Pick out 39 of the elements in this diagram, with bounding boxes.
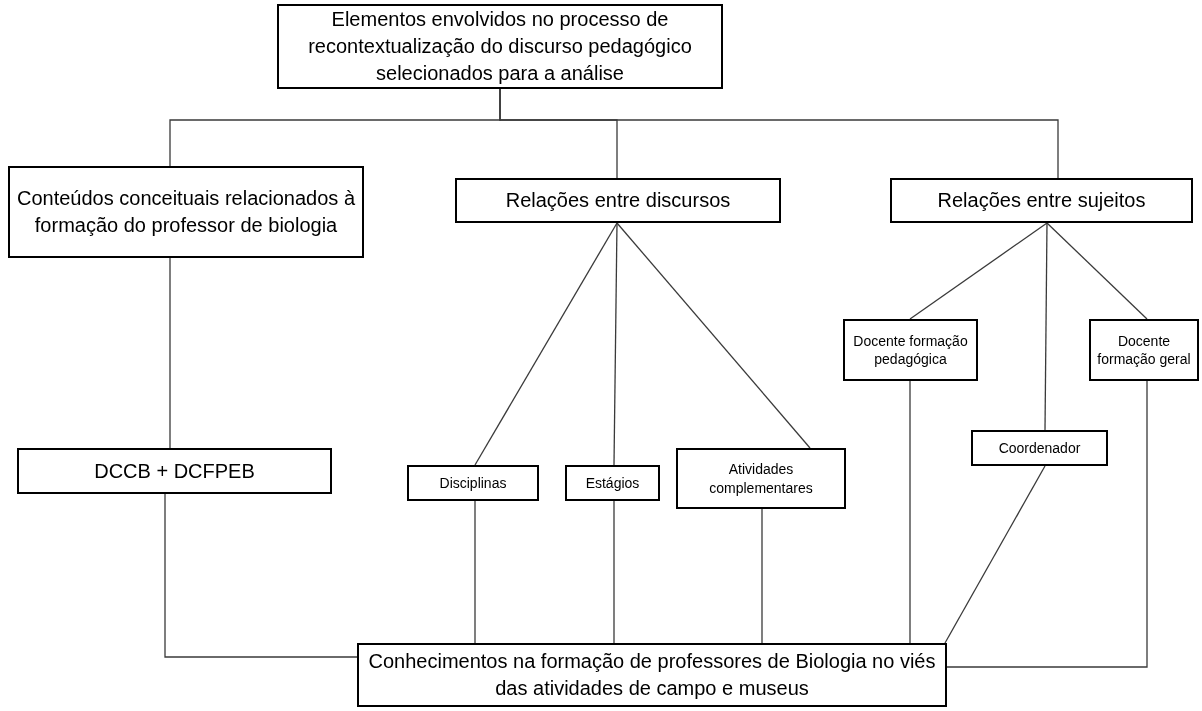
text-box: [890, 178, 1193, 223]
box-label: Conteúdos conceituais relacionados à formação do professor de biologia: [16, 186, 356, 238]
connector-line: [1044, 222, 1048, 431]
text-box: [565, 465, 660, 501]
text-box: [17, 448, 332, 494]
text-box: [407, 465, 539, 501]
box-label: Elementos envolvidos no processo de recontextualização do discurso pedagógico selecionados para a análise: [307, 7, 693, 86]
text-box: [357, 643, 947, 707]
connector-line: [946, 380, 1148, 668]
box-label: Relações entre sujeitos: [937, 188, 1146, 213]
connector-line: [944, 465, 1046, 644]
text-box: [676, 448, 846, 509]
connector-line: [499, 88, 1059, 179]
connector-line: [169, 257, 171, 449]
text-box: [8, 166, 364, 258]
box-label: Relações entre discursos: [505, 188, 731, 213]
text-box: [971, 430, 1108, 466]
box-label: DCCB + DCFPEB: [94, 458, 255, 484]
box-label: Estágios: [585, 473, 640, 493]
connector-line: [474, 222, 618, 466]
text-box: [277, 4, 723, 89]
box-label: Atividades complementares: [708, 460, 814, 497]
connector-line: [616, 222, 811, 449]
box-label: Docente formação pedagógica: [852, 331, 969, 369]
connector-line: [909, 380, 911, 644]
box-label: Disciplinas: [439, 473, 507, 493]
connector-line: [613, 222, 618, 466]
connector-line: [474, 500, 476, 644]
connector-line: [1046, 222, 1148, 320]
connector-line: [761, 508, 763, 644]
connector-line: [909, 222, 1048, 320]
text-box: [843, 319, 978, 381]
text-box: [1089, 319, 1199, 381]
box-label: Conhecimentos na formação de professores de Biologia no viés das atividades de campo e museus: [367, 649, 937, 701]
box-label: Coordenador: [998, 438, 1081, 458]
text-box: [455, 178, 781, 223]
connector-line: [164, 493, 358, 658]
connector-line: [613, 500, 615, 644]
box-label: Docente formação geral: [1096, 331, 1192, 369]
